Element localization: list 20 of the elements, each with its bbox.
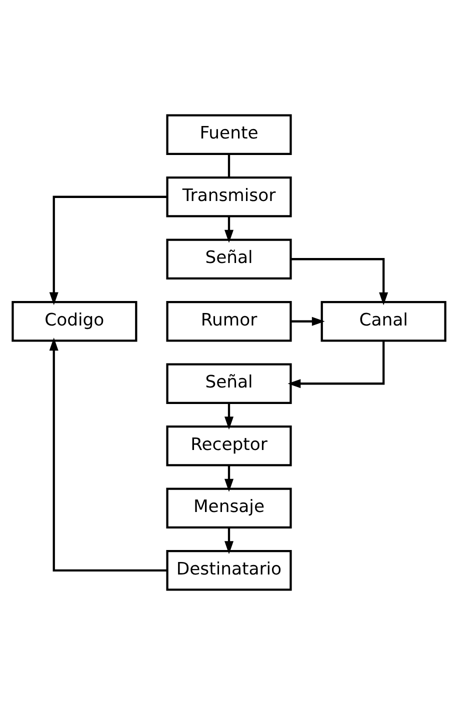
node-box: Señal — [166, 363, 292, 404]
arrow — [224, 402, 234, 430]
node-box: Codigo — [12, 300, 138, 342]
node-box: Destinatario — [166, 550, 292, 591]
node-box: Mensaje — [166, 488, 292, 529]
arrow — [224, 216, 234, 243]
node-box: Canal — [320, 300, 446, 342]
arrow — [49, 338, 168, 572]
arrow — [224, 465, 234, 492]
connector — [228, 154, 230, 178]
node-box: Transmisor — [166, 176, 292, 218]
arrow — [290, 258, 388, 306]
node-box: Fuente — [166, 114, 292, 155]
arrow — [49, 196, 168, 306]
arrow — [288, 340, 385, 388]
arrow — [290, 316, 325, 326]
arrow — [224, 527, 234, 554]
node-box: Receptor — [166, 425, 292, 466]
node-box: Rumor — [166, 300, 292, 342]
node-box: Señal — [166, 238, 292, 280]
